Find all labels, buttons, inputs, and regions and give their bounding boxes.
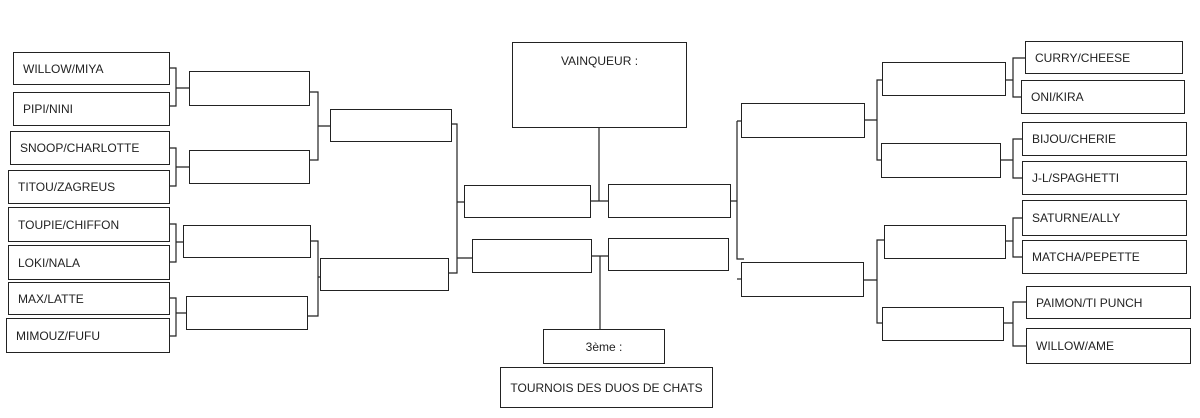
- left-team-2: PIPI/NINI: [13, 92, 170, 126]
- right-team-2: ONI/KIRA: [1021, 80, 1185, 114]
- team-label: MAX/LATTE: [18, 291, 84, 306]
- team-label: MATCHA/PEPETTE: [1032, 250, 1140, 264]
- winner-label: VAINQUEUR :: [560, 54, 639, 68]
- tournament-title: TOURNOIS DES DUOS DE CHATS: [510, 380, 703, 395]
- team-label: BIJOU/CHERIE: [1032, 132, 1117, 146]
- right-round1-slot-4[interactable]: [882, 307, 1004, 341]
- right-semi-slot-1[interactable]: [608, 184, 731, 218]
- left-team-8: MIMOUZ/FUFU: [6, 318, 170, 353]
- left-team-5: TOUPIE/CHIFFON: [8, 207, 170, 242]
- tournament-title-box: TOURNOIS DES DUOS DE CHATS: [500, 367, 713, 408]
- winner-box[interactable]: VAINQUEUR :: [512, 42, 687, 128]
- team-label: TITOU/ZAGREUS: [18, 180, 116, 194]
- left-round1-slot-4[interactable]: [186, 296, 308, 330]
- team-label: LOKI/NALA: [18, 255, 81, 270]
- team-label: SNOOP/CHARLOTTE: [20, 141, 140, 155]
- third-place-box[interactable]: 3ème :: [543, 329, 665, 364]
- right-team-4: J-L/SPAGHETTI: [1022, 161, 1187, 195]
- team-label: J-L/SPAGHETTI: [1032, 171, 1120, 185]
- right-team-7: PAIMON/TI PUNCH: [1026, 286, 1191, 319]
- left-round1-slot-3[interactable]: [183, 225, 311, 258]
- left-round1-slot-2[interactable]: [189, 150, 310, 184]
- left-quarter-slot-1[interactable]: [330, 109, 452, 142]
- right-team-5: SATURNE/ALLY: [1022, 200, 1187, 236]
- team-label: PAIMON/TI PUNCH: [1036, 295, 1143, 310]
- right-round1-slot-3[interactable]: [884, 225, 1006, 259]
- left-team-7: MAX/LATTE: [8, 282, 170, 315]
- right-semi-slot-2[interactable]: [608, 238, 729, 271]
- team-label: ONI/KIRA: [1031, 90, 1084, 104]
- right-team-6: MATCHA/PEPETTE: [1022, 240, 1187, 274]
- right-team-3: BIJOU/CHERIE: [1022, 122, 1187, 156]
- right-quarter-slot-2[interactable]: [741, 262, 864, 297]
- team-label: WILLOW/AME: [1036, 339, 1115, 353]
- left-team-4: TITOU/ZAGREUS: [8, 170, 170, 204]
- left-team-3: SNOOP/CHARLOTTE: [10, 131, 170, 165]
- team-label: MIMOUZ/FUFU: [16, 328, 100, 343]
- team-label: PIPI/NINI: [23, 102, 74, 116]
- team-label: CURRY/CHEESE: [1035, 50, 1131, 65]
- right-round1-slot-2[interactable]: [881, 143, 1001, 178]
- left-team-6: LOKI/NALA: [8, 245, 170, 280]
- team-label: WILLOW/MIYA: [23, 61, 104, 76]
- right-team-1: CURRY/CHEESE: [1025, 41, 1183, 74]
- left-quarter-slot-2[interactable]: [320, 258, 449, 291]
- left-semi-slot-1[interactable]: [464, 185, 591, 218]
- team-label: TOUPIE/CHIFFON: [18, 217, 120, 232]
- left-round1-slot-1[interactable]: [189, 71, 310, 106]
- right-round1-slot-1[interactable]: [882, 62, 1006, 96]
- right-quarter-slot-1[interactable]: [741, 103, 865, 138]
- team-label: SATURNE/ALLY: [1032, 211, 1121, 225]
- third-place-label: 3ème :: [585, 339, 623, 354]
- right-team-8: WILLOW/AME: [1026, 328, 1191, 364]
- left-team-1: WILLOW/MIYA: [13, 52, 170, 85]
- left-semi-slot-2[interactable]: [472, 239, 592, 273]
